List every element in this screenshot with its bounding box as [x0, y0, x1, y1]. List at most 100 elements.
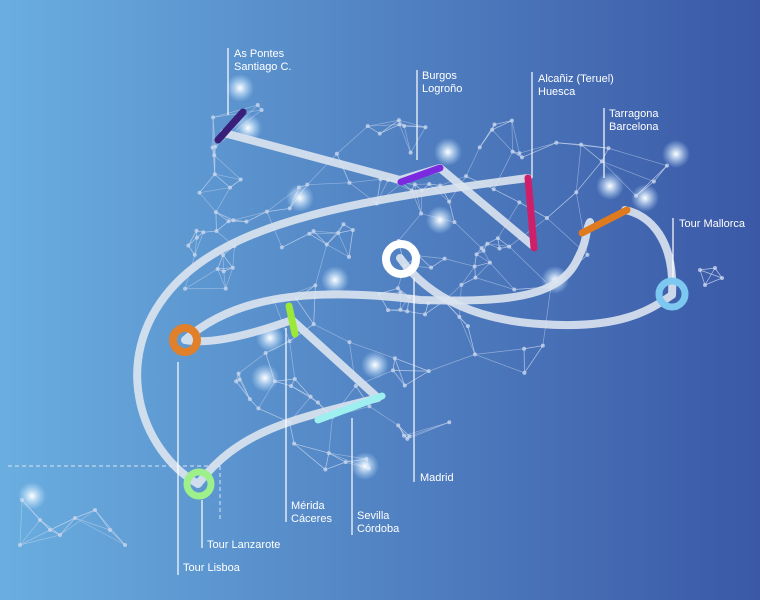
- network-node: [703, 283, 707, 287]
- network-edge: [212, 117, 215, 156]
- network-node: [544, 215, 549, 220]
- network-edge: [476, 254, 491, 263]
- network-node: [464, 174, 469, 179]
- network-edge: [215, 211, 229, 222]
- network-node: [412, 182, 417, 187]
- network-node: [426, 369, 431, 374]
- network-node: [408, 150, 413, 155]
- network-edge: [653, 165, 668, 182]
- network-edge: [443, 300, 469, 327]
- network-node: [93, 508, 97, 512]
- network-edge: [309, 232, 339, 235]
- network-edge: [521, 142, 557, 158]
- network-node: [347, 180, 352, 185]
- network-edge: [461, 266, 475, 286]
- marker-tarragona: [578, 206, 631, 237]
- network-node: [522, 370, 527, 375]
- label-madrid: Madrid: [420, 472, 454, 485]
- network-edge: [474, 348, 525, 355]
- network-node: [194, 235, 199, 240]
- network-edge: [348, 229, 354, 257]
- network-node: [405, 309, 410, 314]
- network-node: [341, 222, 346, 227]
- network-edge: [325, 453, 330, 470]
- label-as-pontes: As Pontes Santiago C.: [234, 48, 291, 74]
- network-node: [423, 125, 428, 130]
- network-edge: [474, 354, 525, 374]
- marker-madrid: [382, 240, 420, 278]
- network-node: [398, 290, 403, 295]
- label-sevilla: Sevilla Córdoba: [357, 510, 399, 536]
- network-edge: [367, 124, 400, 127]
- network-node: [343, 460, 348, 465]
- network-node: [495, 236, 500, 241]
- network-edge: [601, 161, 655, 182]
- network-node: [201, 230, 206, 235]
- network-edge: [580, 144, 602, 162]
- glow-point: [662, 140, 690, 168]
- label-tour-lisboa-text: Tour Lisboa: [183, 562, 240, 574]
- label-tour-lisboa: Tour Lisboa: [183, 562, 240, 575]
- network-edge: [403, 421, 450, 436]
- label-burgos: Burgos Logroño: [422, 70, 462, 96]
- network-node: [405, 436, 410, 441]
- network-edge: [483, 250, 491, 263]
- network-node: [447, 420, 452, 425]
- network-edge: [410, 127, 426, 153]
- network-edge: [217, 267, 233, 270]
- network-node: [398, 307, 403, 312]
- network-edge: [187, 230, 197, 246]
- network-edge: [223, 271, 227, 289]
- network-edge: [428, 354, 476, 372]
- glow-point: [596, 172, 624, 200]
- network-node: [365, 124, 370, 129]
- network-edge: [222, 254, 234, 268]
- network-node: [336, 230, 341, 235]
- network-node: [579, 142, 584, 147]
- network-node: [519, 155, 524, 160]
- network-edge: [199, 192, 217, 213]
- network-node: [720, 276, 724, 280]
- network-edge: [444, 258, 475, 267]
- network-node: [585, 252, 590, 257]
- network-edge: [394, 358, 406, 386]
- network-node: [509, 118, 514, 123]
- network-node: [402, 383, 407, 388]
- network-node: [419, 211, 424, 216]
- network-edge: [233, 211, 267, 221]
- network-edge: [49, 517, 76, 531]
- network-node: [230, 265, 235, 270]
- network-edge: [494, 120, 512, 125]
- network-edge: [235, 381, 251, 400]
- network-node: [396, 423, 401, 428]
- network-edge: [556, 142, 582, 146]
- route-segment-west-loop: [133, 174, 594, 488]
- network-node: [427, 182, 432, 187]
- network-node: [311, 322, 316, 327]
- network-node: [226, 219, 231, 224]
- network-node: [255, 102, 260, 107]
- network-edge: [403, 125, 411, 153]
- network-node: [497, 246, 502, 251]
- network-edge: [214, 173, 231, 188]
- network-edge: [216, 220, 229, 232]
- network-edge: [461, 277, 476, 286]
- network-node: [392, 356, 397, 361]
- network-node: [651, 179, 656, 184]
- network-edge: [465, 147, 481, 177]
- network-edge: [313, 230, 328, 245]
- marker-burgos: [397, 164, 444, 186]
- label-alcaniz-line1: Alcañiz (Teruel): [538, 73, 614, 85]
- network-node: [457, 314, 462, 319]
- network-node: [183, 286, 188, 291]
- network-edge: [19, 519, 41, 546]
- network-edge: [74, 517, 111, 531]
- network-edge: [699, 267, 716, 271]
- label-as-pontes-line2: Santiago C.: [234, 61, 292, 73]
- network-node: [186, 243, 191, 248]
- network-node: [211, 115, 216, 120]
- network-node: [510, 149, 515, 154]
- glow-point: [631, 184, 659, 212]
- network-node: [334, 151, 339, 156]
